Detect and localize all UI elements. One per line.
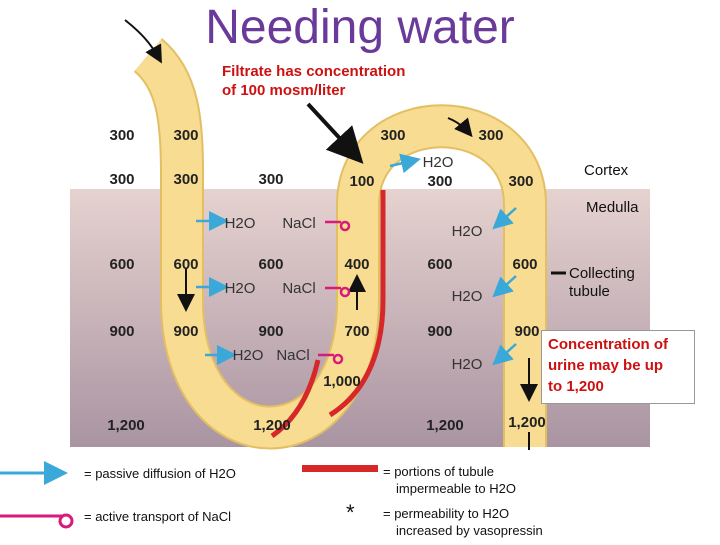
legend-line: = permeability to H2O	[383, 506, 510, 521]
callout-line: Filtrate has concentration	[222, 63, 406, 80]
collecting-tubule-label: Collecting tubule	[569, 265, 635, 301]
legend-vasopressin-text: = permeability to H2O increased by vasop…	[383, 505, 543, 539]
legend-active-text: = active transport of NaCl	[84, 509, 232, 524]
concentration-line: to 1,200	[548, 378, 604, 395]
descending-value: 600	[173, 256, 198, 273]
cortex-label: Cortex	[584, 162, 629, 179]
collecting-value: 600	[512, 256, 537, 273]
callout-arrow	[306, 102, 364, 164]
interstitial-value: 600	[109, 256, 134, 273]
mid-left-value: 1,200	[253, 417, 291, 434]
h2o-label: H2O	[452, 288, 483, 305]
vasopressin-star: *	[346, 500, 355, 525]
impermeable-segment	[270, 359, 321, 439]
ascending-value: 1,000	[323, 373, 361, 390]
entry-arrow	[124, 19, 162, 64]
interstitial-value: 300	[109, 127, 134, 144]
h2o-label: H2O	[225, 280, 256, 297]
ascending-value: 700	[344, 323, 369, 340]
collecting-value: 300	[508, 173, 533, 190]
interstitial-value: 1,200	[107, 417, 145, 434]
nacl-label: NaCl	[276, 347, 309, 364]
pump-icon	[339, 220, 351, 232]
collecting-value: 1,200	[508, 414, 546, 431]
filtrate-callout: Filtrate has concentration of 100 mosm/l…	[222, 62, 405, 100]
legend-impermeable-text: = portions of tubule impermeable to H2O	[383, 463, 516, 497]
mid-right-value: 300	[427, 173, 452, 190]
legend-pump-icon	[58, 513, 74, 529]
nacl-label: NaCl	[282, 215, 315, 232]
loop-top-value: 300	[380, 127, 405, 144]
impermeable-segment	[328, 190, 386, 418]
mid-left-value: 300	[258, 171, 283, 188]
collecting-line: tubule	[569, 283, 610, 300]
collecting-value: 900	[514, 323, 539, 340]
legend-line: impermeable to H2O	[396, 481, 516, 496]
water-arrow	[492, 275, 517, 298]
flow-arrow	[447, 117, 473, 138]
concentration-note: Concentration of urine may be up to 1,20…	[548, 334, 698, 397]
h2o-label: H2O	[225, 215, 256, 232]
mid-right-value: 1,200	[426, 417, 464, 434]
collecting-line: Collecting	[569, 265, 635, 282]
mid-left-value: 900	[258, 323, 283, 340]
page-title: Needing water	[205, 1, 515, 54]
legend-line: = portions of tubule	[383, 464, 494, 479]
h2o-label: H2O	[452, 356, 483, 373]
interstitial-value: 300	[109, 171, 134, 188]
callout-line: of 100 mosm/liter	[222, 82, 346, 99]
mid-right-value: 600	[427, 256, 452, 273]
water-arrow	[389, 153, 421, 174]
ascending-value: 100	[349, 173, 374, 190]
h2o-label: H2O	[452, 223, 483, 240]
h2o-label: H2O	[233, 347, 264, 364]
concentration-line: urine may be up	[548, 357, 664, 374]
water-arrow	[492, 343, 517, 366]
legend-line: increased by vasopressin	[396, 523, 543, 538]
descending-value: 300	[173, 127, 198, 144]
pump-icon	[339, 286, 351, 298]
medulla-label: Medulla	[586, 199, 639, 216]
nacl-label: NaCl	[282, 280, 315, 297]
h2o-label: H2O	[423, 154, 454, 171]
mid-right-value: 900	[427, 323, 452, 340]
water-arrow	[492, 207, 517, 230]
mid-left-value: 600	[258, 256, 283, 273]
loop-top-value: 300	[478, 127, 503, 144]
descending-value: 900	[173, 323, 198, 340]
legend-impermeable-swatch	[302, 465, 378, 472]
concentration-box	[541, 330, 695, 404]
concentration-line: Concentration of	[548, 336, 668, 353]
legend-passive-text: = passive diffusion of H2O	[84, 466, 236, 481]
ascending-value: 400	[344, 256, 369, 273]
interstitial-value: 900	[109, 323, 134, 340]
descending-value: 300	[173, 171, 198, 188]
pump-icon	[332, 353, 344, 365]
